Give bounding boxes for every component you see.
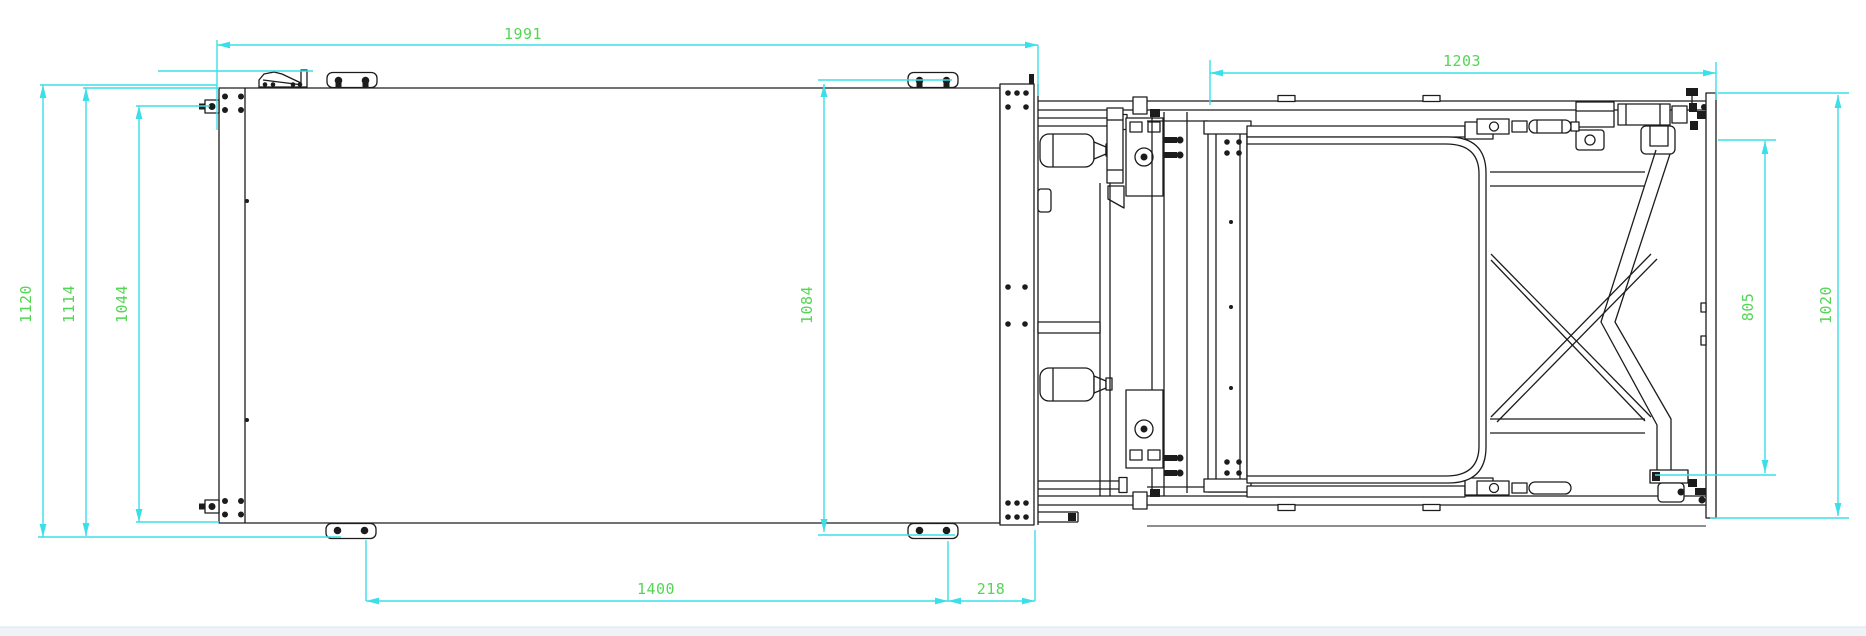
cylinder-top — [1039, 133, 1113, 168]
underframe-cross-brace — [1490, 171, 1658, 434]
table-surface — [1246, 136, 1487, 484]
dimension-left-depth-overall — [38, 70, 341, 538]
dimension-panel-opening-depth-label: 1084 — [798, 286, 816, 324]
slide-mechanism — [1037, 96, 1706, 527]
end-plate — [1700, 92, 1717, 519]
plate-bolts — [1005, 90, 1029, 520]
cylinder-bottom — [1039, 367, 1113, 402]
dimension-right-depth-inner — [1655, 139, 1776, 476]
dimension-annotations — [38, 40, 1849, 605]
platform-bolts — [222, 93, 249, 518]
dimension-left-depth-overall-label: 1120 — [17, 285, 35, 323]
platform-left-view — [199, 69, 1001, 540]
dimension-left-depth-panel — [135, 105, 219, 523]
dimension-bottom-length — [365, 540, 949, 605]
dimension-left-depth-panel-label: 1044 — [113, 285, 131, 323]
dimension-right-depth-overall-label: 1020 — [1817, 286, 1835, 324]
dimension-bottom-offset — [948, 530, 1036, 605]
dimension-right-view-width — [1209, 60, 1717, 105]
guide-bolts — [1164, 136, 1184, 477]
roller-bracket-top — [1125, 117, 1164, 197]
bent-support-tube — [1600, 125, 1689, 503]
dimension-bottom-offset-label: 218 — [977, 580, 1006, 598]
lift-frame-right-view — [1147, 88, 1717, 519]
side-bracket-bottom — [199, 499, 220, 514]
dimension-labels: 1991 1203 1120 1114 1044 1084 1400 218 8… — [17, 25, 1835, 598]
linkage-bottom — [1476, 479, 1707, 504]
dimension-right-view-width-label: 1203 — [1443, 52, 1481, 70]
handle-bottom-right — [907, 522, 959, 540]
handle-bottom-left — [325, 522, 377, 540]
wedge-clamp-fixture — [258, 69, 308, 88]
dimension-overall-length-label: 1991 — [504, 25, 542, 43]
dimension-bottom-length-label: 1400 — [637, 580, 675, 598]
dimension-panel-opening-depth — [818, 79, 955, 536]
dimension-right-depth-overall — [1710, 92, 1849, 519]
dimension-left-depth-inner — [82, 87, 219, 536]
roller-bracket-bottom — [1125, 389, 1164, 469]
linework — [199, 69, 1717, 540]
frame-left-channel — [1203, 120, 1252, 493]
linkage-top — [1476, 118, 1580, 135]
interface-plate — [999, 74, 1039, 526]
handle-top-left — [326, 71, 378, 89]
side-bracket-top — [199, 99, 220, 114]
actuator-assembly — [1575, 88, 1707, 151]
bottom-window-edge — [0, 626, 1866, 636]
dimension-left-depth-inner-label: 1114 — [60, 285, 78, 323]
dimension-right-depth-inner-label: 805 — [1739, 293, 1757, 322]
